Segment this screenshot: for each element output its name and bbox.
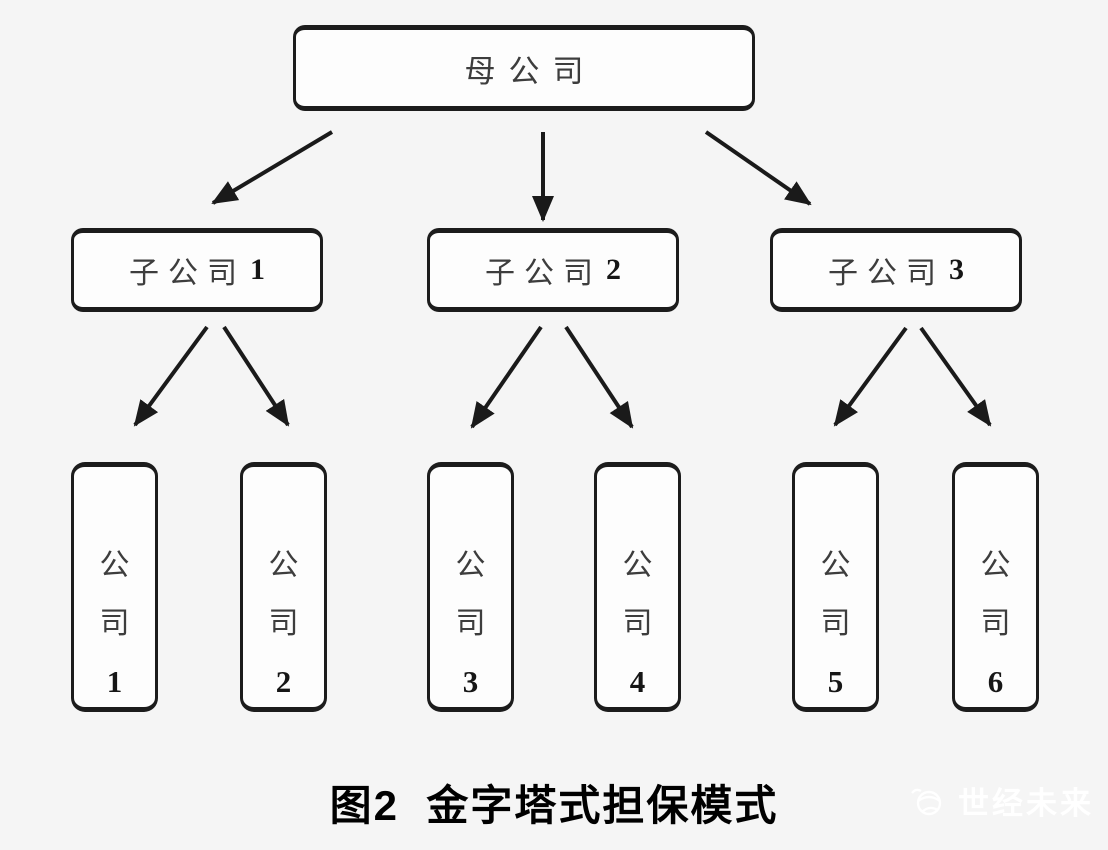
node-company-2-char1: 公 xyxy=(268,549,299,582)
node-company-5-char2: 司 xyxy=(820,607,851,640)
node-company-1-char2: 司 xyxy=(99,607,130,640)
watermark-text: 世经未来 xyxy=(958,786,1094,821)
node-subsidiary-1-label: 子公司 xyxy=(129,257,246,290)
node-subsidiary-1-number: 1 xyxy=(250,253,265,286)
figure-caption: 图2 金字塔式担保模式 xyxy=(329,782,779,829)
node-company-6-number: 6 xyxy=(987,664,1004,699)
node-parent-company-label: 母公司 xyxy=(464,53,597,89)
node-company-3: 公 司 3 xyxy=(427,462,514,712)
node-company-6: 公 司 6 xyxy=(952,462,1039,712)
node-company-4: 公 司 4 xyxy=(594,462,681,712)
node-company-4-char1: 公 xyxy=(622,549,653,582)
arrow-sub2-to-leaf3 xyxy=(470,325,543,429)
node-company-1-number: 1 xyxy=(106,664,123,699)
node-company-3-char1: 公 xyxy=(455,549,486,582)
node-company-3-number: 3 xyxy=(462,664,479,699)
arrow-sub3-to-leaf5 xyxy=(833,326,908,427)
node-company-6-char1: 公 xyxy=(980,549,1011,582)
node-company-1: 公 司 1 xyxy=(71,462,158,712)
watermark: 世经未来 xyxy=(908,778,1094,823)
node-subsidiary-3: 子公司 3 xyxy=(770,228,1022,312)
node-company-1-char1: 公 xyxy=(99,549,130,582)
node-company-6-char2: 司 xyxy=(980,607,1011,640)
node-company-5-char1: 公 xyxy=(820,549,851,582)
node-subsidiary-2-label: 子公司 xyxy=(485,257,602,290)
node-company-3-char2: 司 xyxy=(455,607,486,640)
node-company-5-number: 5 xyxy=(827,664,844,699)
node-company-4-number: 4 xyxy=(629,664,646,699)
node-parent-company: 母公司 xyxy=(293,25,755,111)
arrow-parent-to-sub1 xyxy=(211,130,334,205)
arrow-sub2-to-leaf4 xyxy=(564,325,634,429)
node-company-4-char2: 司 xyxy=(622,607,653,640)
node-subsidiary-3-label: 子公司 xyxy=(828,257,945,290)
node-subsidiary-1: 子公司 1 xyxy=(71,228,323,312)
globe-icon xyxy=(911,788,942,815)
arrow-parent-to-sub3 xyxy=(704,130,812,206)
arrow-sub1-to-leaf1 xyxy=(133,325,209,427)
node-subsidiary-2-number: 2 xyxy=(606,253,621,286)
node-company-2-char2: 司 xyxy=(268,607,299,640)
node-subsidiary-3-number: 3 xyxy=(949,253,964,286)
node-company-2-number: 2 xyxy=(275,664,292,699)
arrow-sub3-to-leaf6 xyxy=(919,326,992,427)
node-subsidiary-2: 子公司 2 xyxy=(427,228,679,312)
arrow-sub1-to-leaf2 xyxy=(222,325,290,427)
node-company-5: 公 司 5 xyxy=(792,462,879,712)
node-company-2: 公 司 2 xyxy=(240,462,327,712)
